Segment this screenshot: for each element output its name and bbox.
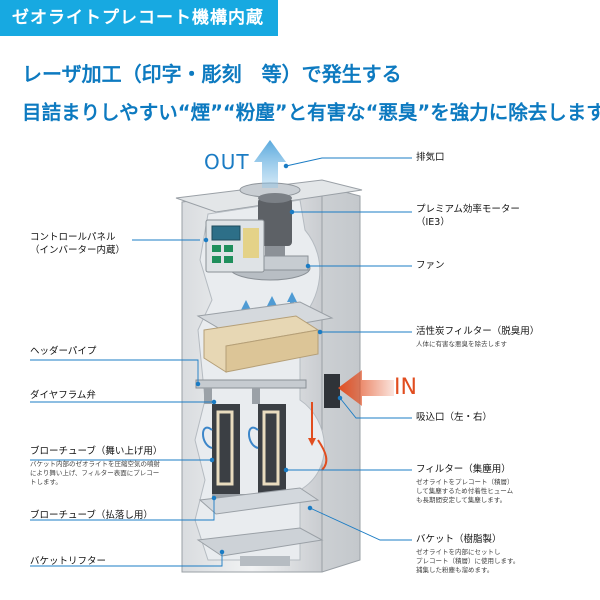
banner-title: ゼオライトプレコート機構内蔵: [0, 0, 278, 36]
out-label: OUT: [204, 150, 250, 174]
headline-line-2: 目詰まりしやすい“煙”“粉塵”と有害な“悪臭”を強力に除去します: [22, 101, 600, 124]
label-filter-sub-2: して集塵するため付着性ヒューム: [416, 487, 514, 495]
label-blow-tube-up-sub-2: により舞い上げ、フィルター表面にプレコー: [30, 469, 160, 477]
filter-right: [258, 404, 286, 494]
label-intake: 吸込口（左・右）: [416, 412, 493, 423]
label-blow-tube-down: ブローチューブ（払落し用）: [30, 510, 153, 521]
label-control-panel: コントロールパネル: [30, 232, 116, 243]
in-label: IN: [394, 375, 417, 400]
label-bucket-sub-2: プレコート（積層）に使用します。: [416, 557, 520, 565]
label-blow-tube-up-sub-1: バケット内部のゼオライトを圧縮空気の噴射: [30, 460, 160, 468]
label-diaphragm-valve: ダイヤフラム弁: [30, 390, 96, 401]
label-motor: プレミアム効率モーター: [416, 204, 520, 215]
bucket: [198, 487, 320, 515]
label-filter-sub-1: ゼオライトをプレコート（積層）: [416, 478, 514, 486]
label-filter: フィルター（集塵用）: [416, 464, 511, 475]
bucket-lifter: [196, 527, 324, 557]
label-motor-ie3: （IE3）: [416, 217, 450, 228]
label-filter-sub-3: も長期間安定して集塵します。: [416, 496, 507, 504]
label-inverter: （インバーター内蔵）: [30, 245, 126, 256]
label-blow-tube-up-sub-3: トします。: [30, 478, 62, 486]
label-bucket-sub-3: 捕集した粉塵も溜めます。: [416, 566, 494, 574]
intake-port: [324, 374, 340, 408]
leader-lines: [30, 157, 412, 567]
header-pipe: [195, 379, 307, 389]
label-exhaust: 排気口: [416, 152, 445, 163]
label-header-pipe: ヘッダーパイプ: [30, 346, 97, 357]
motor: [258, 198, 292, 246]
label-carbon-filter: 活性炭フィルター（脱臭用）: [416, 326, 540, 337]
filter-left: [212, 404, 240, 494]
label-fan: ファン: [416, 260, 445, 271]
headline-line-1: レーザ加工（印字・彫刻 等）で発生する: [22, 62, 402, 86]
label-carbon-filter-sub: 人体に有害な悪臭を除去します: [416, 340, 507, 348]
label-bucket-sub-1: ゼオライトを内部にセットし: [416, 548, 501, 556]
blow-tube-up-right: [262, 410, 280, 486]
label-bucket: バケット（樹脂製）: [416, 534, 502, 545]
label-bucket-lifter: バケットリフター: [30, 556, 107, 567]
label-blow-tube-up: ブローチューブ（舞い上げ用）: [30, 446, 163, 457]
in-arrow-icon: [338, 370, 394, 406]
out-arrow-icon: [254, 140, 286, 188]
blow-tube-up-left: [216, 410, 234, 486]
